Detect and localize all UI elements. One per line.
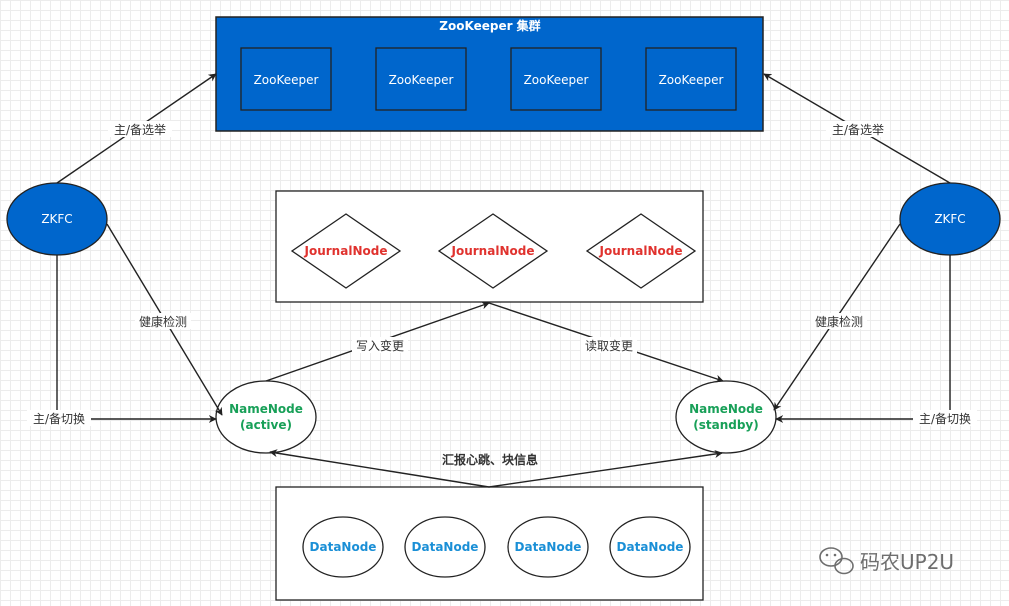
- zkfc-right: ZKFC: [899, 182, 1001, 256]
- edge-report-active: [269, 449, 490, 488]
- datanode-label: DataNode: [412, 540, 479, 554]
- zookeeper-node: ZooKeeper: [375, 47, 467, 111]
- zookeeper-node-label: ZooKeeper: [524, 73, 589, 87]
- watermark: 码农UP2U: [819, 547, 954, 575]
- datanode: DataNode: [302, 516, 384, 578]
- zkfc-right-label: ZKFC: [934, 212, 965, 226]
- label-report: 汇报心跳、块信息: [442, 452, 538, 467]
- datanode-cluster: DataNode DataNode DataNode DataNode: [275, 486, 704, 601]
- journalnode: JournalNode: [437, 213, 549, 289]
- journalnode: JournalNode: [585, 213, 697, 289]
- journalnode-label: JournalNode: [304, 244, 388, 258]
- wechat-icon: [819, 547, 854, 575]
- journalnode-label: JournalNode: [599, 244, 683, 258]
- namenode-standby: NameNode (standby): [675, 380, 777, 454]
- edge-labels: 主/备选举 主/备选举 健康检测 健康检测 主/备切换 主/备切换 写入变更 读…: [27, 121, 977, 467]
- label-switch-left: 主/备切换: [33, 412, 85, 426]
- label-health-left: 健康检测: [139, 314, 187, 329]
- label-health-right: 健康检测: [815, 314, 863, 329]
- datanode-label: DataNode: [617, 540, 684, 554]
- namenode-active: NameNode (active): [215, 380, 317, 454]
- datanode-label: DataNode: [515, 540, 582, 554]
- zookeeper-node-label: ZooKeeper: [659, 73, 724, 87]
- datanode-label: DataNode: [310, 540, 377, 554]
- journalnode: JournalNode: [290, 213, 402, 289]
- datanode: DataNode: [404, 516, 486, 578]
- zookeeper-node: ZooKeeper: [240, 47, 332, 111]
- datanode: DataNode: [507, 516, 589, 578]
- namenode-standby-line2: (standby): [693, 418, 759, 432]
- datanode: DataNode: [609, 516, 691, 578]
- zookeeper-cluster: ZooKeeper 集群 ZooKeeper ZooKeeper ZooKeep…: [215, 16, 764, 132]
- label-switch-right: 主/备切换: [919, 412, 971, 426]
- label-election-left: 主/备选举: [114, 123, 166, 137]
- zookeeper-node-label: ZooKeeper: [389, 73, 454, 87]
- label-write-changes: 写入变更: [356, 338, 404, 353]
- namenode-active-line1: NameNode: [229, 402, 303, 416]
- zookeeper-node-label: ZooKeeper: [254, 73, 319, 87]
- zookeeper-node: ZooKeeper: [510, 47, 602, 111]
- edge-zkfc-left-switch: [56, 255, 217, 423]
- label-election-right: 主/备选举: [832, 123, 884, 137]
- zkfc-left-label: ZKFC: [41, 212, 72, 226]
- journalnode-cluster: JournalNode JournalNode JournalNode: [275, 190, 704, 303]
- namenode-standby-line1: NameNode: [689, 402, 763, 416]
- watermark-text: 码农UP2U: [860, 550, 954, 574]
- zookeeper-cluster-title: ZooKeeper 集群: [439, 18, 540, 33]
- namenode-active-line2: (active): [240, 418, 292, 432]
- journalnode-label: JournalNode: [451, 244, 535, 258]
- zookeeper-node: ZooKeeper: [645, 47, 737, 111]
- zkfc-left: ZKFC: [6, 182, 108, 256]
- label-read-changes: 读取变更: [585, 338, 633, 353]
- edge-report-standby: [488, 450, 723, 488]
